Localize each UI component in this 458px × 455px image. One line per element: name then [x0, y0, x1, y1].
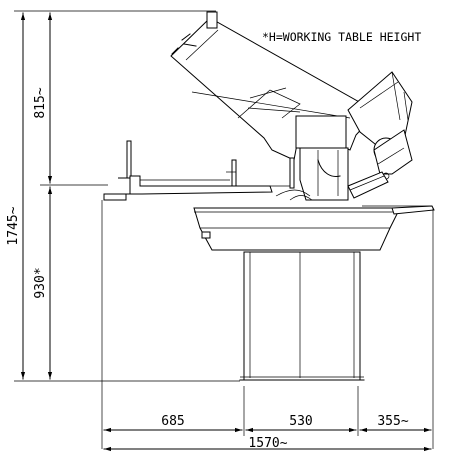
working-table-note: *H=WORKING TABLE HEIGHT — [262, 30, 421, 44]
right-width-label: 355~ — [377, 414, 408, 429]
left-width-label: 685 — [161, 414, 184, 429]
upper-height-label: 815~ — [33, 87, 48, 118]
base-width-label: 530 — [289, 414, 312, 429]
total-height-label: 1745~ — [6, 206, 21, 245]
band-saw-machine — [103, 11, 435, 381]
vertical-dimensions — [14, 10, 240, 382]
horizontal-dimensions — [101, 200, 434, 452]
total-width-label: 1570~ — [248, 436, 287, 451]
table-height-label: 930* — [33, 267, 48, 298]
